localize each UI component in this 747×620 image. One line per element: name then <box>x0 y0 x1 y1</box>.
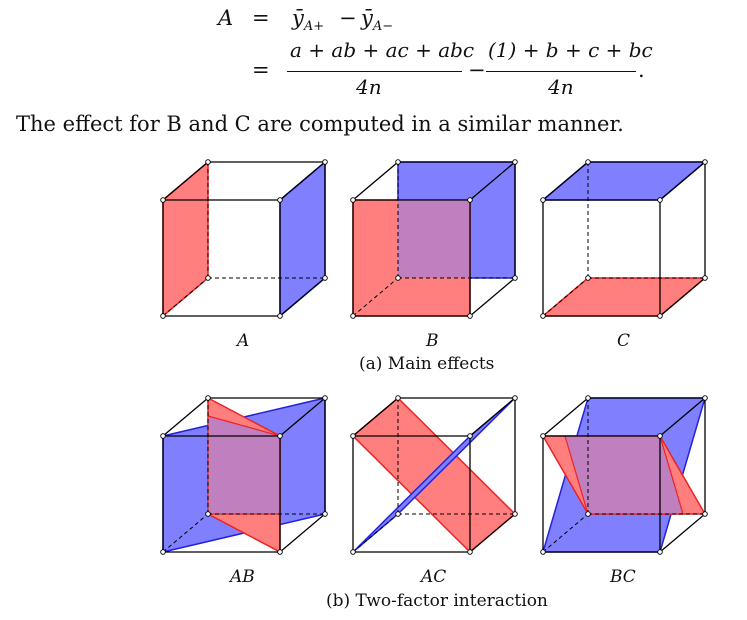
eq-period: . <box>638 58 645 82</box>
ybar-subscript: A+ <box>303 19 325 35</box>
eq-sign-2: = <box>252 58 270 82</box>
eq-sign-1: = <box>252 6 270 30</box>
caption-main-effects: (a) Main effects <box>359 354 495 374</box>
label-cube-c: C <box>617 331 631 351</box>
ybar-subscript: A− <box>372 19 394 35</box>
face-c-plus <box>540 161 708 201</box>
label-cube-ab: AB <box>230 567 255 587</box>
frac1-denominator: 4n <box>356 75 382 99</box>
eq-lhs: A <box>218 6 234 30</box>
cube-a <box>160 159 328 319</box>
face-c-minus <box>540 277 708 317</box>
label-cube-b: B <box>426 331 439 351</box>
cube-ab <box>160 395 328 555</box>
frac1-numerator: a + ab + ac + abc <box>290 38 475 62</box>
cube-bc <box>540 395 708 555</box>
cube-ac <box>350 395 518 555</box>
cube-c <box>540 159 708 319</box>
frac2-denominator: 4n <box>548 75 574 99</box>
frac2-numerator: (1) + b + c + bc <box>488 38 653 62</box>
face-a-plus <box>279 160 326 318</box>
frac2-bar <box>486 71 636 73</box>
ybar-symbol: ȳ <box>361 6 373 30</box>
eq-ybar-a-plus: ȳA+ <box>292 6 324 34</box>
body-sentence: The effect for B and C are computed in a… <box>16 112 624 136</box>
face-b-overlap <box>398 200 470 278</box>
label-cube-ac: AC <box>421 567 447 587</box>
caption-two-factor: (b) Two-factor interaction <box>326 591 548 611</box>
eq-minus-1: − <box>339 6 357 30</box>
frac1-bar <box>287 71 462 73</box>
eq-minus-2: − <box>468 58 486 82</box>
eq-ybar-a-minus: ȳA− <box>361 6 393 34</box>
label-cube-a: A <box>237 331 250 351</box>
cube-b <box>350 159 518 319</box>
face-a-minus <box>162 160 209 318</box>
ybar-symbol: ȳ <box>292 6 304 30</box>
label-cube-bc: BC <box>610 567 636 587</box>
